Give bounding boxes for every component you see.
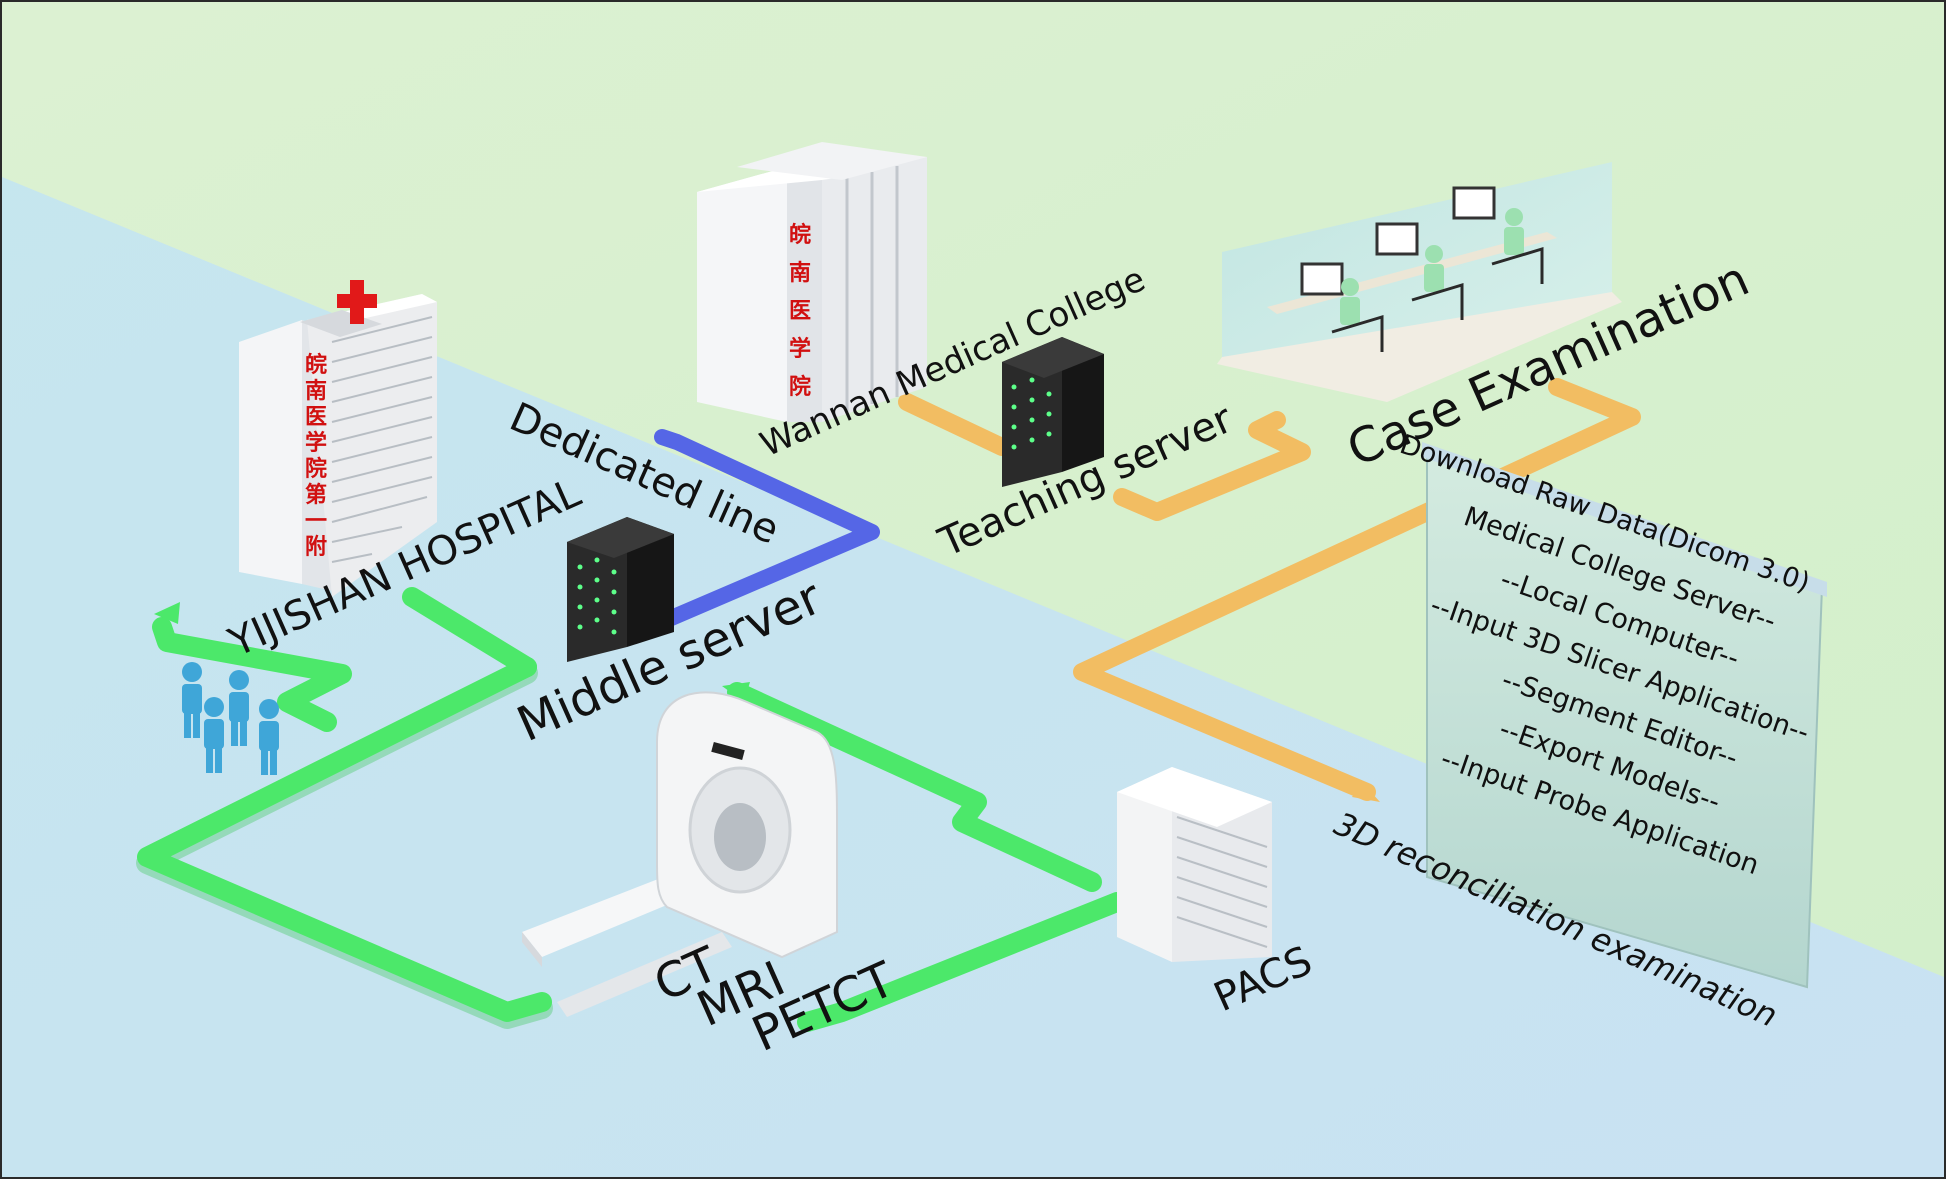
ct-to-middle-line [137, 657, 552, 1022]
hospital-chinese-sign: 皖 南 医 学 院 第 一 附 [305, 352, 327, 560]
dedicated-line-path [654, 429, 880, 630]
chairs-icon [1331, 246, 1544, 352]
hospital-sign-char-7: 一 [305, 508, 327, 534]
pacs-to-ct-line [797, 892, 1127, 1032]
college-chinese-sign: 皖 南 医 学 院 [789, 222, 811, 400]
student-figures-icon [1340, 208, 1524, 325]
hospital-sign-char-6: 第 [305, 482, 327, 508]
middle-server-icon [567, 517, 674, 662]
hospital-sign-char-4: 学 [305, 430, 327, 456]
hospital-sign-char-3: 医 [305, 404, 327, 430]
hospital-building: 皖 南 医 学 院 第 一 附 [239, 280, 437, 597]
hospital-sign-char-1: 皖 [305, 352, 327, 378]
hospital-cross-icon [337, 280, 377, 324]
pacs-storage-icon [1117, 767, 1272, 962]
college-building: 皖 南 医 学 院 [697, 142, 927, 422]
college-sign-char-3: 医 [789, 298, 811, 324]
teaching-server-icon [1002, 337, 1104, 487]
hospital-sign-char-8: 附 [305, 534, 327, 560]
college-sign-char-2: 南 [789, 260, 811, 286]
college-sign-char-1: 皖 [789, 222, 811, 248]
case-examination-room [1217, 162, 1622, 402]
teaching-network-lines [898, 378, 1641, 802]
monitor-icon [1300, 186, 1496, 296]
college-sign-char-5: 院 [789, 374, 811, 400]
staff-people-icon [182, 662, 279, 775]
hospital-to-staff-line [152, 617, 352, 732]
hospital-sign-char-5: 院 [305, 456, 327, 482]
pacs-to-middle-line [727, 682, 1102, 892]
ct-scanner-icon [522, 691, 838, 1017]
case-to-3d-line [1073, 378, 1641, 801]
hospital-network-lines [136, 587, 1127, 1032]
college-sign-char-4: 学 [789, 336, 811, 362]
hospital-sign-char-2: 南 [305, 378, 327, 404]
teaching-to-case-line [1113, 411, 1311, 521]
college-to-teaching-line [898, 393, 1011, 456]
